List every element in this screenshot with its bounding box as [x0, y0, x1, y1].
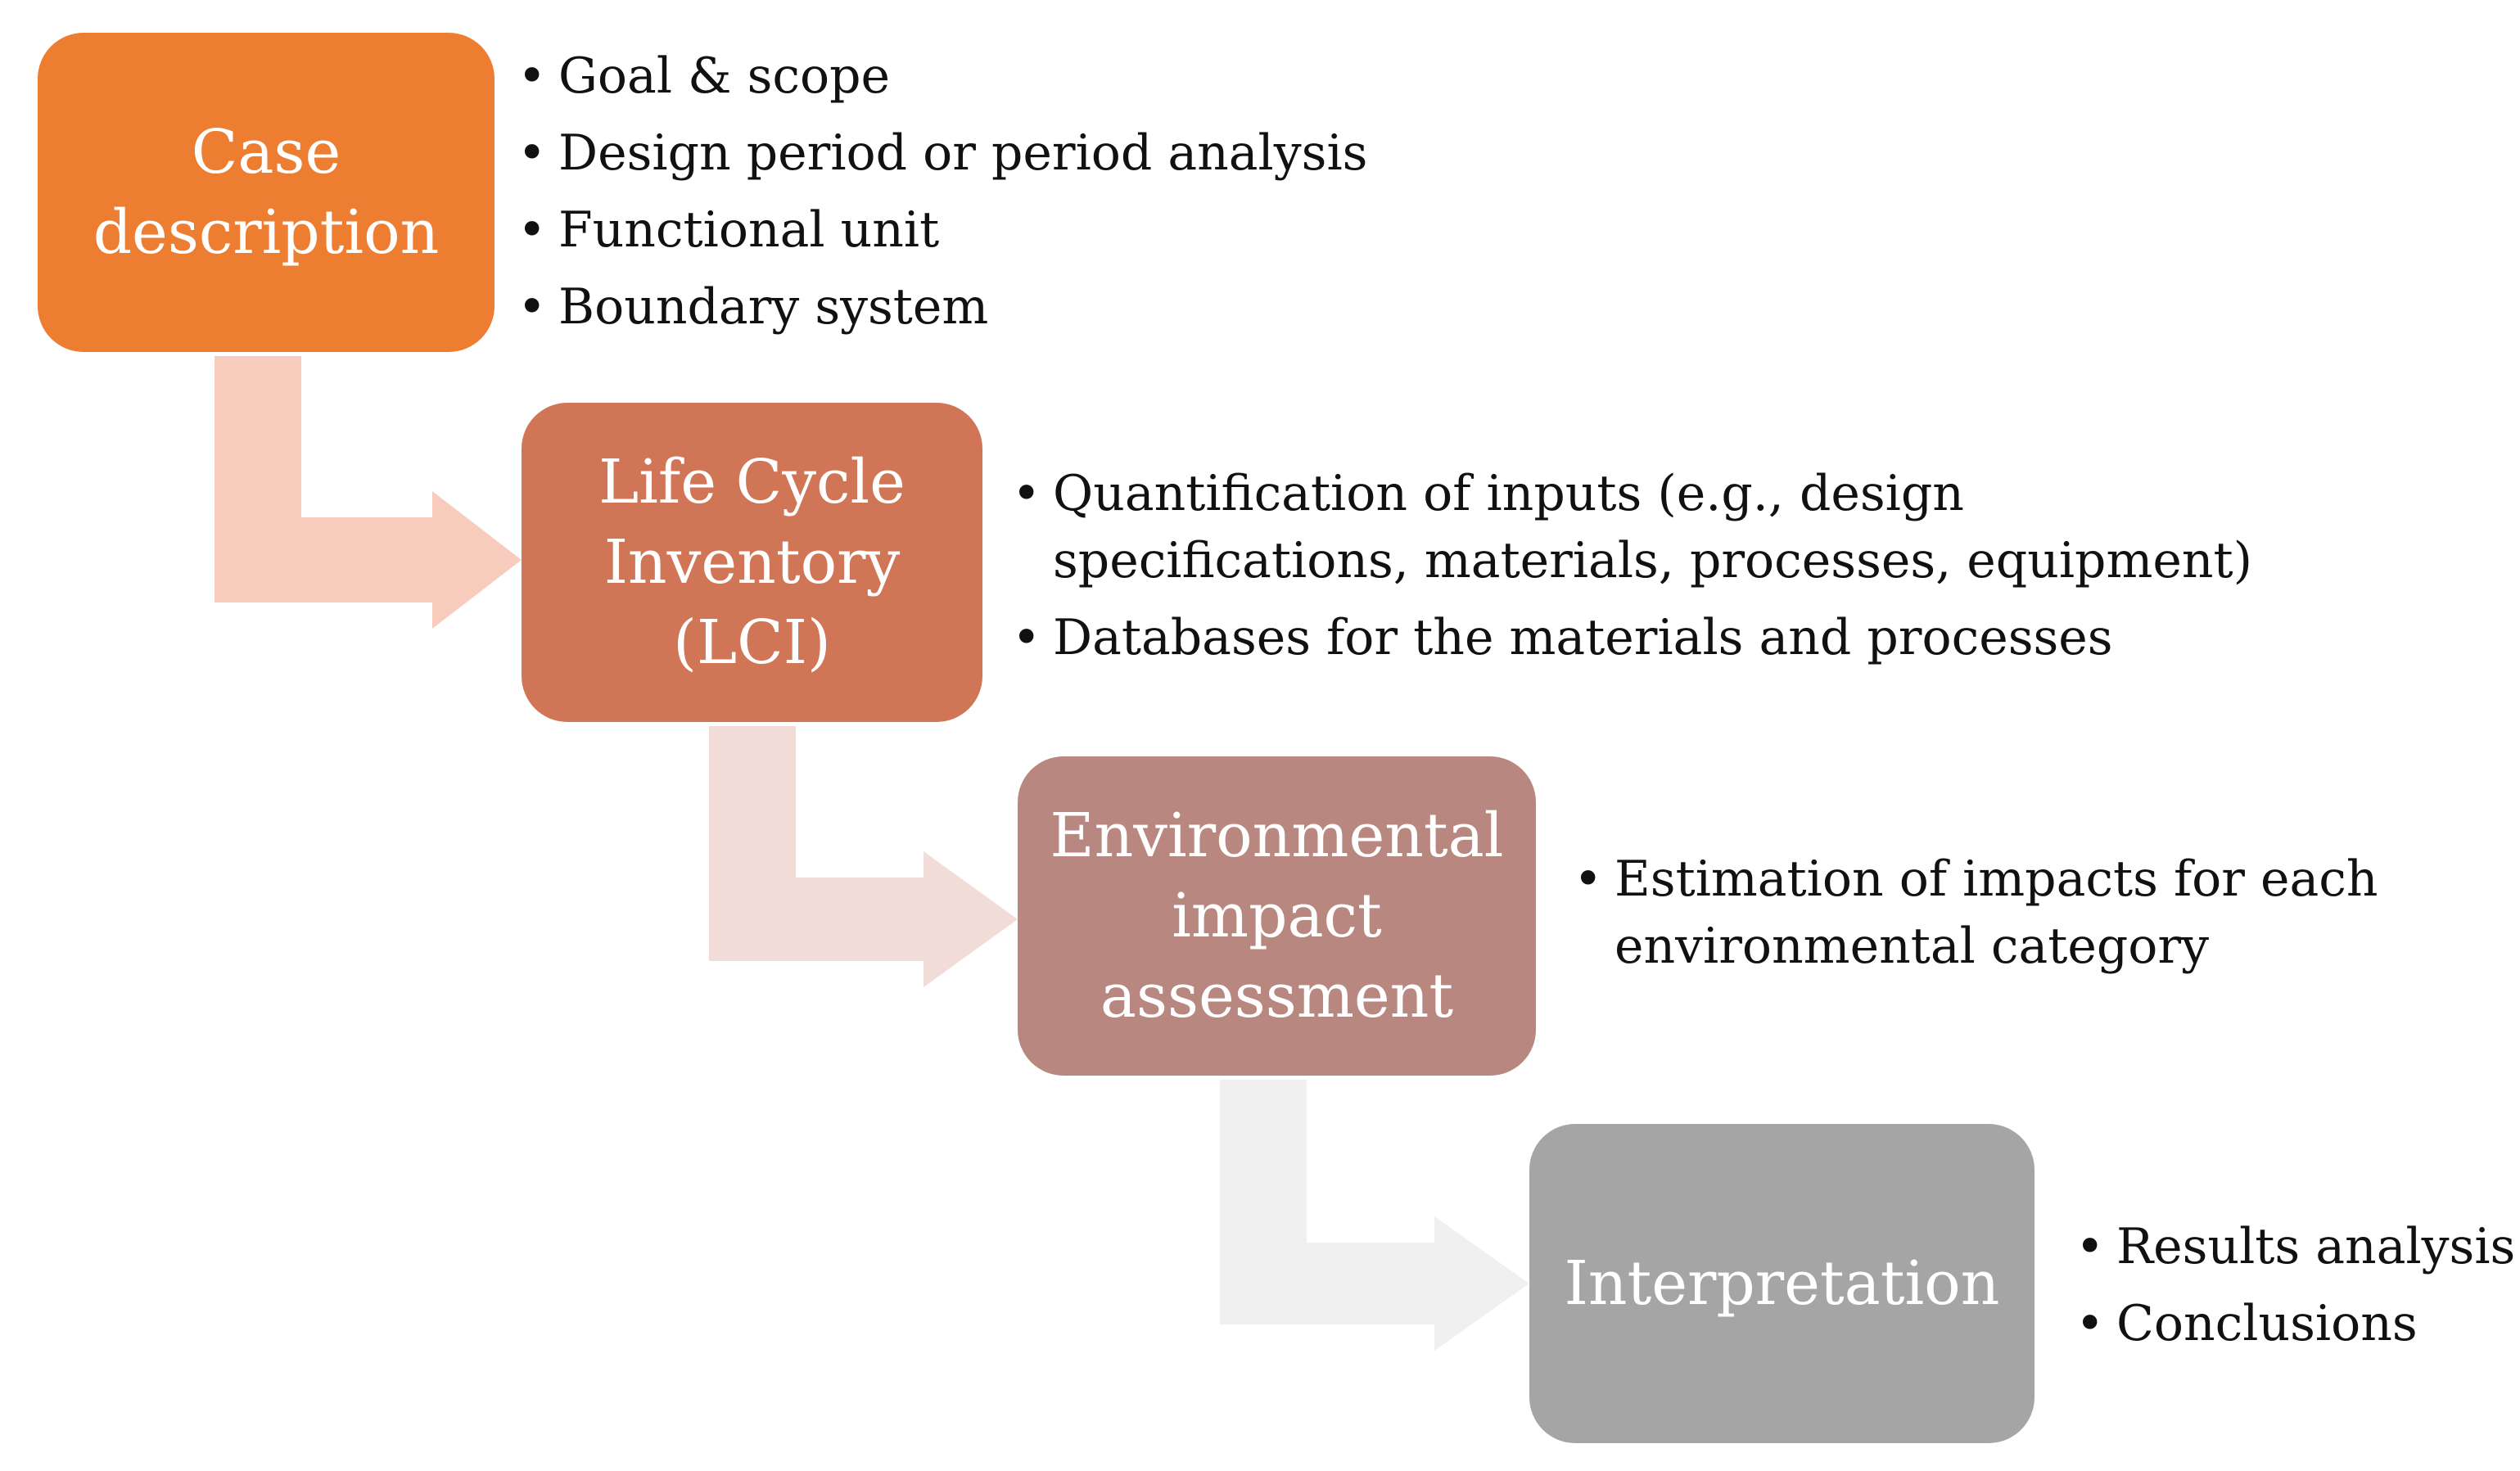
list-item: •Functional unit — [517, 196, 1367, 264]
bullet-icon: • — [517, 201, 547, 259]
bullet-list-life-cycle-inventory: •Quantification of inputs (e.g., design … — [1012, 460, 2252, 681]
list-item: •Boundary system — [517, 273, 1367, 341]
bullet-icon: • — [517, 47, 547, 105]
bullet-icon: • — [2075, 1295, 2105, 1352]
bullet-icon: • — [517, 278, 547, 336]
arrow-eia-to-interpretation — [1220, 1080, 1529, 1351]
stage-box-environmental-impact-assessment: Environmental impact assessment — [1018, 756, 1536, 1076]
list-item: •Results analysis — [2075, 1213, 2515, 1280]
arrow-lci-to-eia — [709, 726, 1018, 987]
bullet-icon: • — [517, 124, 547, 182]
bullet-list-case-description: •Goal & scope •Design period or period a… — [517, 43, 1367, 350]
list-item: •Databases for the materials and process… — [1012, 604, 2252, 671]
list-item: •Conclusions — [2075, 1290, 2515, 1357]
bullet-list-environmental-impact-assessment: •Estimation of impacts for each environm… — [1574, 846, 2378, 990]
list-item: •Design period or period analysis — [517, 120, 1367, 187]
arrow-case-to-lci — [215, 356, 522, 629]
stage-box-life-cycle-inventory: Life Cycle Inventory (LCI) — [522, 403, 982, 722]
bullet-icon: • — [2075, 1218, 2105, 1275]
bullet-icon: • — [1012, 609, 1041, 666]
bullet-list-interpretation: •Results analysis •Conclusions — [2075, 1213, 2515, 1367]
stage-label: Environmental impact assessment — [1050, 801, 1504, 1031]
list-item: •Quantification of inputs (e.g., design … — [1012, 460, 2252, 594]
bullet-icon: • — [1574, 851, 1603, 908]
list-item: •Estimation of impacts for each environm… — [1574, 846, 2378, 980]
bullet-icon: • — [1012, 465, 1041, 522]
stage-label: Interpretation — [1564, 1248, 2000, 1319]
stage-box-interpretation: Interpretation — [1529, 1124, 2035, 1443]
list-item: •Goal & scope — [517, 43, 1367, 110]
stage-label: Life Cycle Inventory (LCI) — [598, 447, 905, 678]
stage-box-case-description: Case description — [38, 33, 495, 352]
stage-label: Case description — [93, 117, 440, 268]
